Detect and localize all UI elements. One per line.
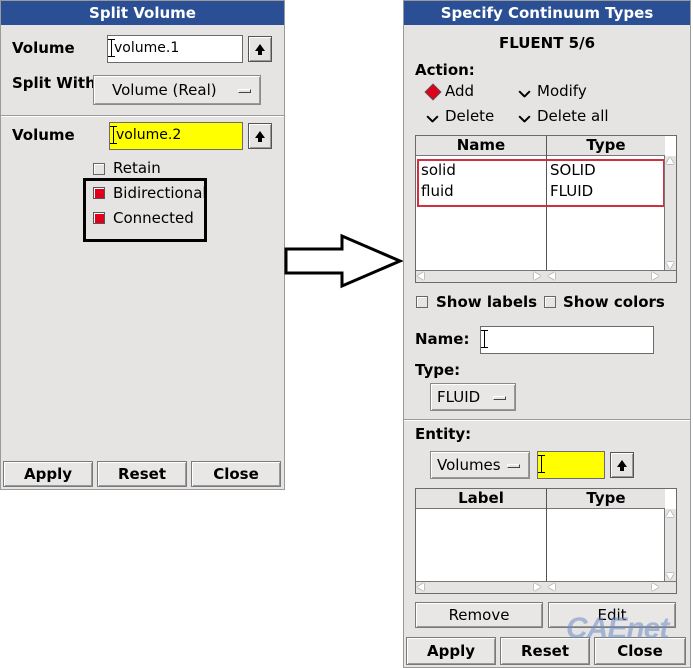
continuum-close-button[interactable]: Close [594,637,686,665]
scroll-right-icon[interactable] [652,272,659,280]
edit-button[interactable]: Edit [548,602,676,628]
table-row-type[interactable]: FLUID [550,182,594,200]
table-row-type[interactable]: SOLID [550,161,596,179]
continuum-panel: Specify Continuum Types FLUENT 5/6 Actio… [403,0,691,668]
bidirectional-checkbox[interactable] [93,187,105,199]
table-row-name[interactable]: fluid [421,182,454,200]
scroll-up-icon[interactable] [666,510,674,517]
action-label: Action: [415,61,475,79]
split-volume-panel: Split Volume Volume volume.1 Split With … [0,0,285,490]
solver-label: FLUENT 5/6 [498,34,596,52]
entity-value: Volumes [437,456,501,474]
connected-label: Connected [113,209,194,227]
column-divider [546,136,547,270]
add-label: Add [445,82,475,100]
separator [404,419,690,421]
column-divider [546,489,547,581]
option-menu-indicator-icon [507,464,520,468]
entity-list[interactable]: Label Type [415,488,677,594]
options-highlight-box [83,178,207,242]
entity-type-column-header: Type [547,489,665,509]
type-label: Type: [415,361,461,379]
vertical-scrollbar[interactable] [664,156,676,270]
scroll-right-icon[interactable] [534,583,541,591]
volume2-pick-up-arrow-icon[interactable] [248,123,272,149]
continuum-list[interactable]: Name Type solid SOLID fluid FLUID [415,135,677,283]
show-colors-checkbox[interactable] [544,296,556,308]
name-column-header: Name [416,136,546,156]
name-label: Name: [415,330,470,348]
option-menu-indicator-icon [493,396,506,400]
split-reset-button[interactable]: Reset [97,461,187,487]
retain-label: Retain [113,159,161,177]
name-input[interactable] [480,326,654,354]
continuum-reset-button[interactable]: Reset [500,637,590,665]
show-labels-checkbox[interactable] [416,296,428,308]
scroll-left-icon[interactable] [548,583,555,591]
caenet-watermark: CAEnet [566,612,669,645]
separator [1,115,284,117]
show-colors-label: Show colors [563,293,665,311]
delete-all-label: Delete all [537,107,609,125]
entity-label: Entity: [415,425,472,443]
type-value: FLUID [437,388,481,406]
split-with-value: Volume (Real) [112,81,217,99]
volume2-label: Volume [12,126,75,144]
label-column-header: Label [416,489,546,509]
rows-highlight-box [417,159,665,207]
scroll-up-icon[interactable] [666,157,674,164]
show-labels-label: Show labels [436,293,538,311]
text-cursor-icon [108,39,115,57]
volume2-input[interactable]: volume.2 [109,122,243,150]
scroll-left-icon[interactable] [417,583,424,591]
entity-pick-up-arrow-icon[interactable] [610,452,634,478]
continuum-apply-button[interactable]: Apply [406,637,496,665]
entity-dropdown[interactable]: Volumes [430,451,530,479]
add-radio[interactable] [424,83,442,101]
split-close-button[interactable]: Close [191,461,281,487]
scroll-right-icon[interactable] [652,583,659,591]
option-menu-indicator-icon [238,89,251,93]
delete-radio[interactable] [426,115,438,123]
type-column-header: Type [547,136,665,156]
volume2-input-value: volume.2 [116,127,182,143]
volume-pick-up-arrow-icon[interactable] [248,36,272,62]
right-arrow-icon [284,233,404,289]
split-with-dropdown[interactable]: Volume (Real) [93,75,261,105]
continuum-title: Specify Continuum Types [404,1,690,25]
text-cursor-icon [538,455,545,473]
delete-all-radio[interactable] [518,115,530,123]
modify-radio[interactable] [518,90,530,98]
vertical-scrollbar[interactable] [664,509,676,581]
text-cursor-icon [110,126,117,144]
connected-checkbox[interactable] [93,212,105,224]
delete-label: Delete [445,107,495,125]
scroll-left-icon[interactable] [548,272,555,280]
volume-input[interactable]: volume.1 [107,35,243,63]
scroll-down-icon[interactable] [666,262,674,269]
type-dropdown[interactable]: FLUID [430,383,516,411]
scroll-left-icon[interactable] [417,272,424,280]
modify-label: Modify [537,82,587,100]
scroll-down-icon[interactable] [666,573,674,580]
horizontal-scrollbar[interactable] [416,270,676,282]
entity-input[interactable] [537,451,605,479]
retain-checkbox[interactable] [93,163,105,175]
split-apply-button[interactable]: Apply [3,461,93,487]
scroll-right-icon[interactable] [534,272,541,280]
split-volume-title: Split Volume [1,1,284,25]
volume-input-value: volume.1 [114,40,180,56]
bidirectional-label: Bidirectional [113,184,207,202]
table-row-name[interactable]: solid [421,161,456,179]
text-cursor-icon [481,330,488,348]
horizontal-scrollbar[interactable] [416,581,676,593]
remove-button[interactable]: Remove [415,602,543,628]
volume-label: Volume [12,39,75,57]
split-with-label: Split With [12,74,96,92]
